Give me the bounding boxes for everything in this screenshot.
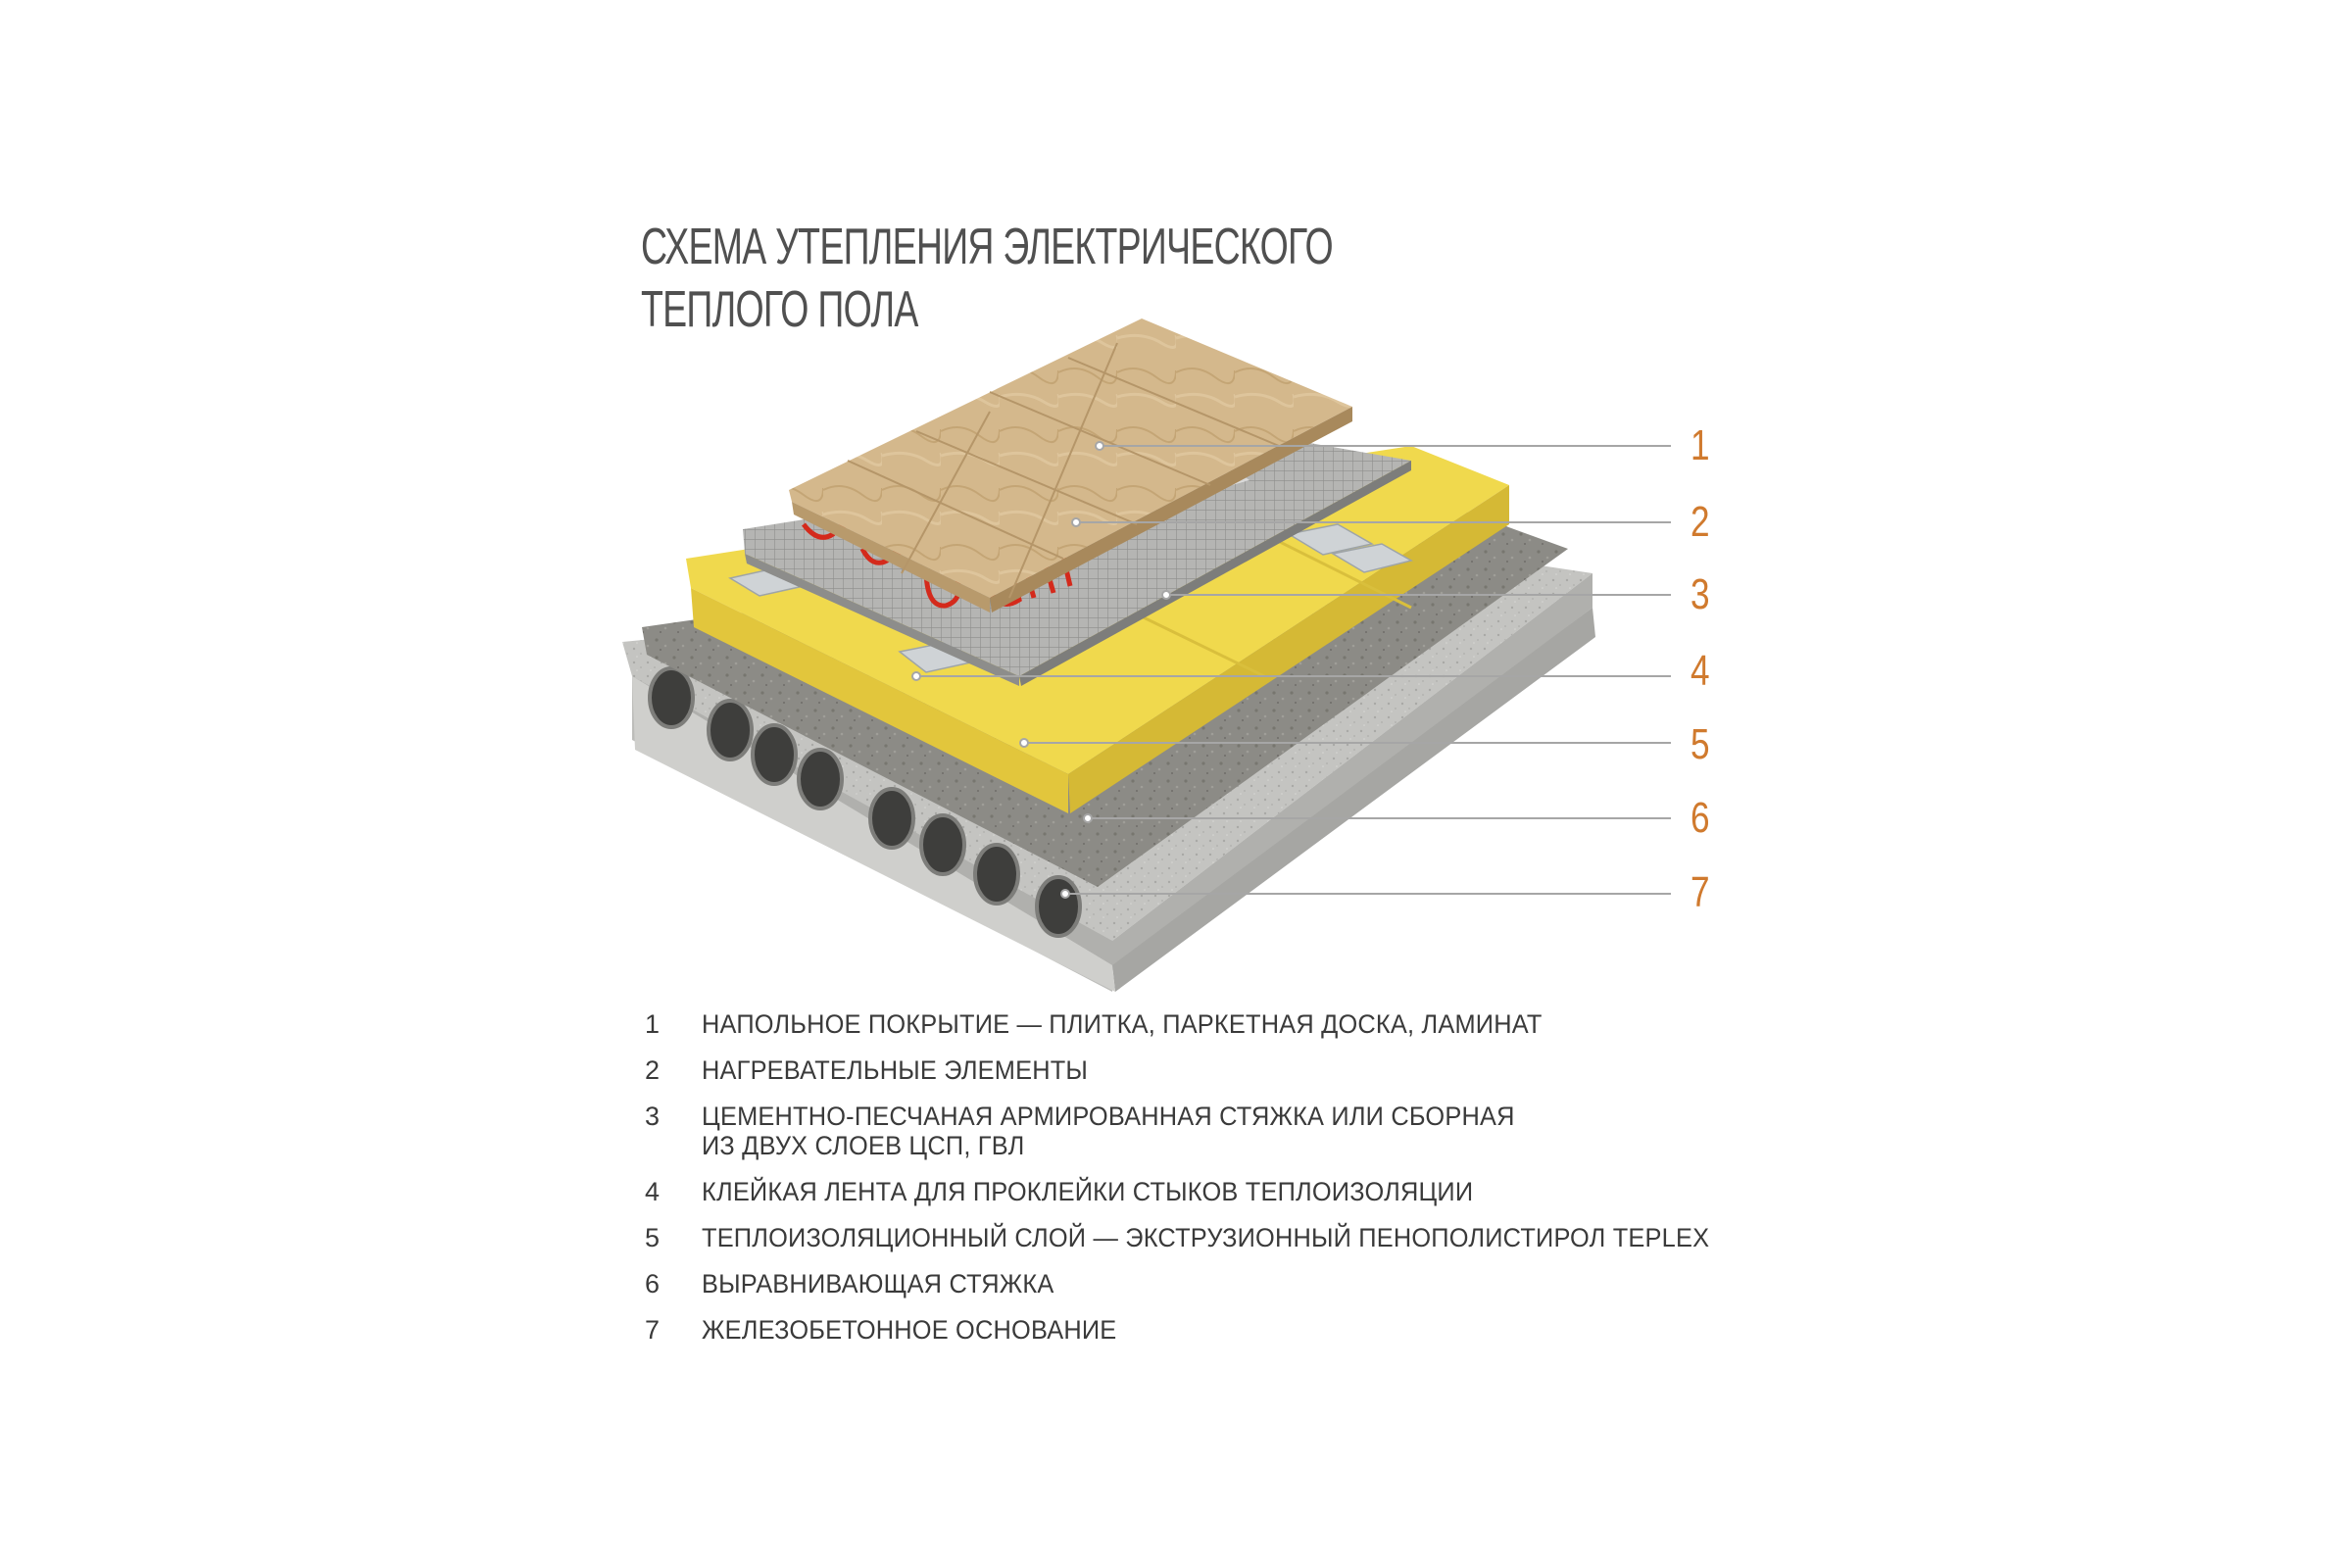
legend-number: 1 — [645, 1009, 661, 1039]
legend-number: 4 — [645, 1177, 661, 1206]
legend-text: НАПОЛЬНОЕ ПОКРЫТИЕ — ПЛИТКА, ПАРКЕТНАЯ Д… — [702, 1009, 1543, 1039]
legend-text: КЛЕЙКАЯ ЛЕНТА ДЛЯ ПРОКЛЕЙКИ СТЫКОВ ТЕПЛО… — [702, 1177, 1474, 1206]
floor-tiles — [789, 318, 1352, 612]
legend-number: 6 — [645, 1269, 661, 1298]
title-line-1: СХЕМА УТЕПЛЕНИЯ ЭЛЕКТРИЧЕСКОГО — [641, 219, 1334, 275]
legend-number: 2 — [645, 1055, 661, 1085]
callout-number-1: 1 — [1690, 421, 1710, 469]
legend-number: 5 — [645, 1223, 661, 1252]
legend-number: 7 — [645, 1315, 661, 1345]
legend-item-1: 1 НАПОЛЬНОЕ ПОКРЫТИЕ — ПЛИТКА, ПАРКЕТНАЯ… — [645, 1009, 1919, 1039]
callout-number-5: 5 — [1690, 720, 1710, 768]
legend-text: НАГРЕВАТЕЛЬНЫЕ ЭЛЕМЕНТЫ — [702, 1055, 1089, 1085]
callout-number-2: 2 — [1690, 498, 1710, 546]
legend-text-line-1: ЦЕМЕНТНО-ПЕСЧАНАЯ АРМИРОВАННАЯ СТЯЖКА ИЛ… — [702, 1102, 1515, 1131]
legend-item-5: 5 ТЕПЛОИЗОЛЯЦИОННЫЙ СЛОЙ — ЭКСТРУЗИОННЫЙ… — [645, 1223, 1919, 1252]
legend-text-line-2: ИЗ ДВУХ СЛОЕВ ЦСП, ГВЛ — [702, 1131, 1025, 1160]
legend-text: ВЫРАВНИВАЮЩАЯ СТЯЖКА — [702, 1269, 1054, 1298]
legend-text: ЦЕМЕНТНО-ПЕСЧАНАЯ АРМИРОВАННАЯ СТЯЖКА ИЛ… — [702, 1102, 1515, 1160]
slab-hollow-cores — [648, 666, 1082, 938]
legend-item-3: 3 ЦЕМЕНТНО-ПЕСЧАНАЯ АРМИРОВАННАЯ СТЯЖКА … — [645, 1102, 1919, 1160]
callout-number-6: 6 — [1690, 794, 1710, 842]
legend-item-4: 4 КЛЕЙКАЯ ЛЕНТА ДЛЯ ПРОКЛЕЙКИ СТЫКОВ ТЕП… — [645, 1177, 1919, 1206]
callout-number-3: 3 — [1690, 570, 1710, 618]
legend-number: 3 — [645, 1102, 661, 1131]
leader-lines — [911, 441, 1671, 899]
callout-number-4: 4 — [1690, 647, 1710, 695]
legend-text: ТЕПЛОИЗОЛЯЦИОННЫЙ СЛОЙ — ЭКСТРУЗИОННЫЙ П… — [702, 1223, 1710, 1252]
legend-text: ЖЕЛЕЗОБЕТОННОЕ ОСНОВАНИЕ — [702, 1315, 1117, 1345]
legend: 1 НАПОЛЬНОЕ ПОКРЫТИЕ — ПЛИТКА, ПАРКЕТНАЯ… — [645, 1009, 1919, 1361]
legend-item-7: 7 ЖЕЛЕЗОБЕТОННОЕ ОСНОВАНИЕ — [645, 1315, 1919, 1345]
legend-item-2: 2 НАГРЕВАТЕЛЬНЫЕ ЭЛЕМЕНТЫ — [645, 1055, 1919, 1085]
diagram-title: СХЕМА УТЕПЛЕНИЯ ЭЛЕКТРИЧЕСКОГО ТЕПЛОГО П… — [641, 216, 1334, 341]
legend-item-6: 6 ВЫРАВНИВАЮЩАЯ СТЯЖКА — [645, 1269, 1919, 1298]
callout-number-7: 7 — [1690, 868, 1710, 916]
title-line-2: ТЕПЛОГО ПОЛА — [641, 281, 918, 338]
